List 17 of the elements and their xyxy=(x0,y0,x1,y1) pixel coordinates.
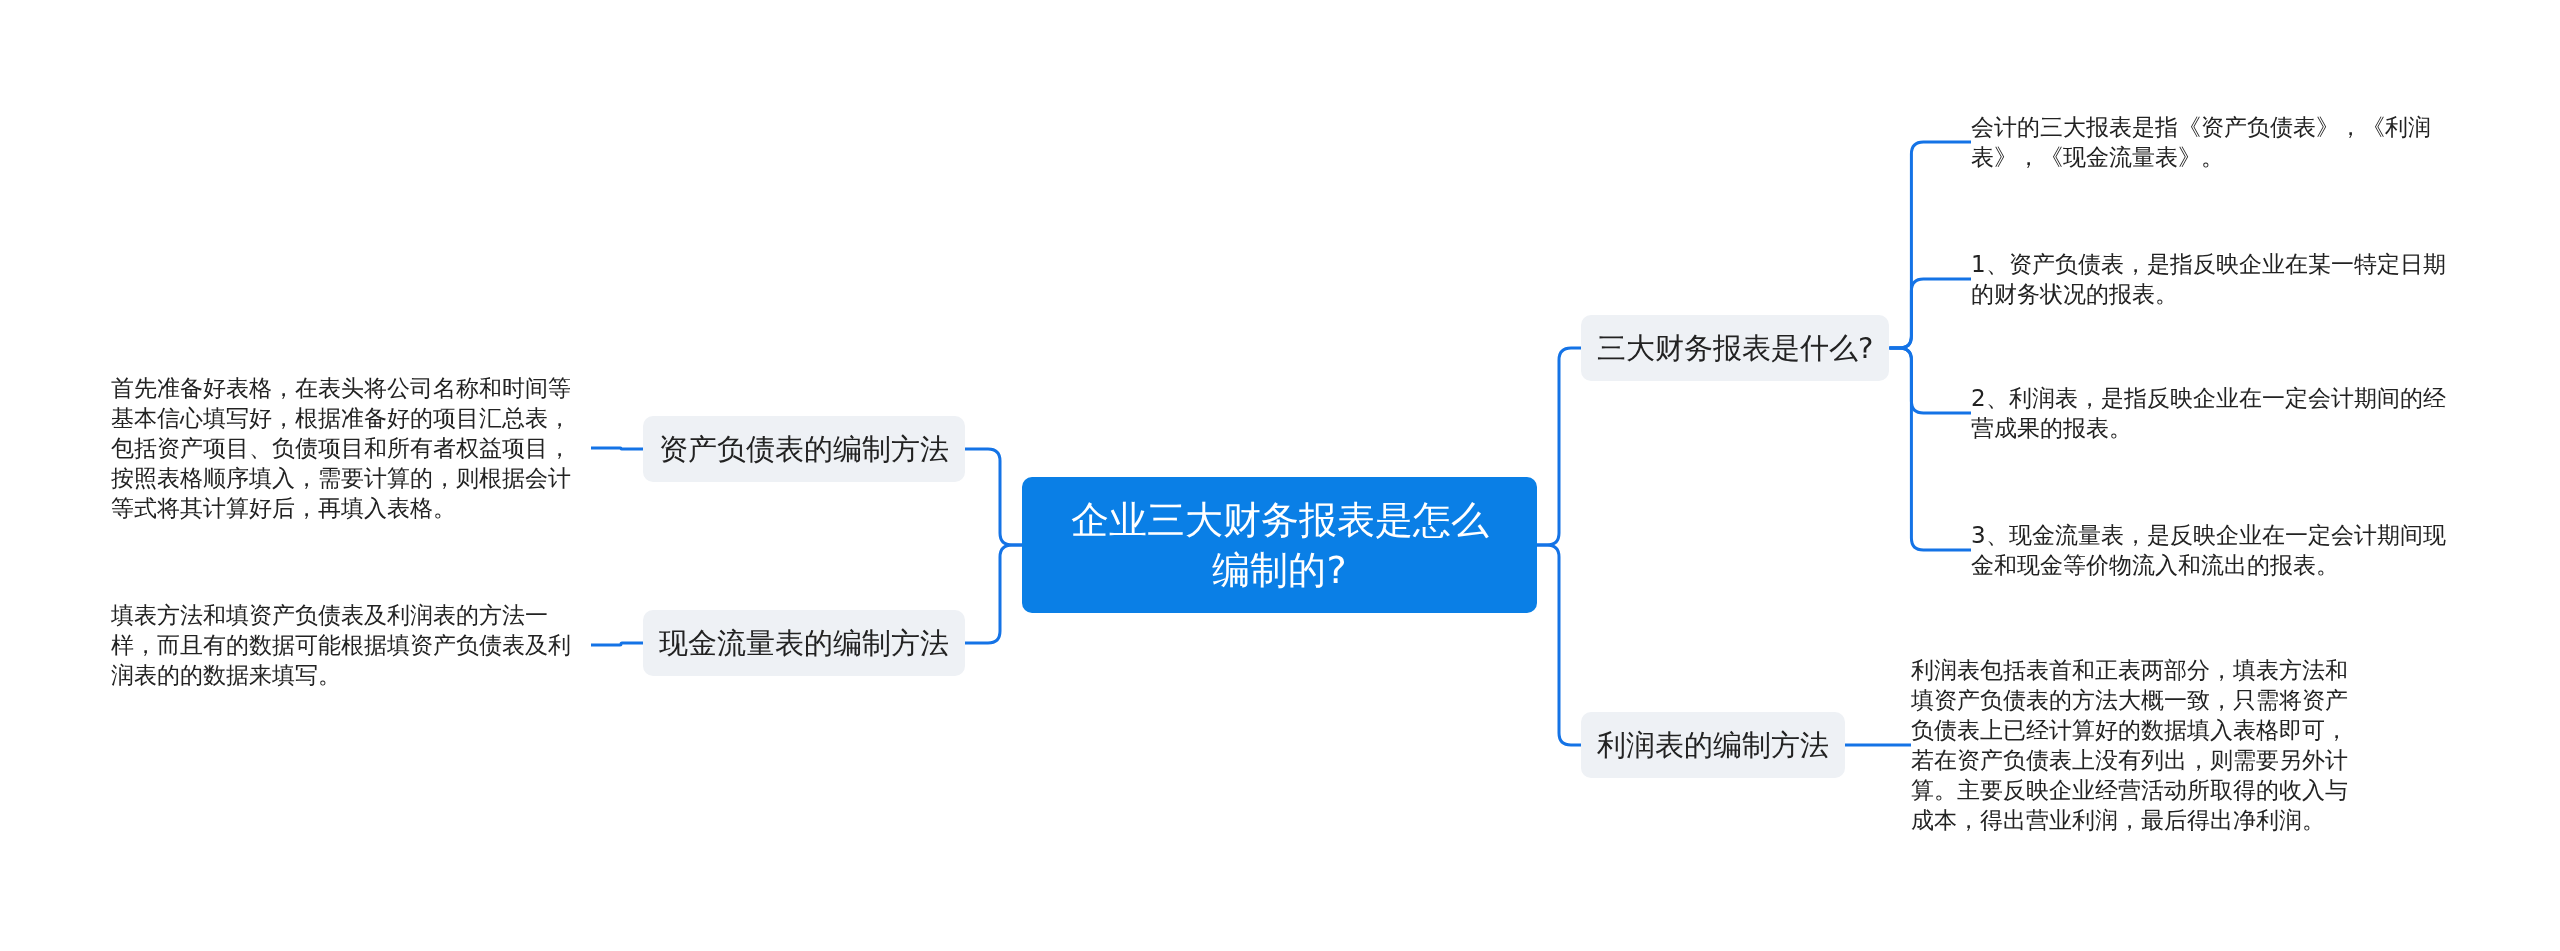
leaf-text: 首先准备好表格，在表头将公司名称和时间等基本信心填写好，根据准备好的项目汇总表，包括资产项目、负债项目和所有者权益项目，按照表格顺序填入，需要计算的，则根据会计等式将其计算好后，再填入表格。 xyxy=(111,373,591,523)
topic-box: 资产负债表的编制方法 xyxy=(643,416,965,482)
connector-line xyxy=(591,446,643,451)
connector-line xyxy=(1537,543,1581,747)
connector-line xyxy=(1889,346,1971,552)
topic-box: 现金流量表的编制方法 xyxy=(643,610,965,676)
topic-box: 利润表的编制方法 xyxy=(1581,712,1845,778)
leaf-text: 会计的三大报表是指《资产负债表》，《利润表》，《现金流量表》。 xyxy=(1971,112,2461,172)
connector-line xyxy=(1845,743,1911,747)
leaf-text: 1、资产负债表，是指反映企业在某一特定日期的财务状况的报表。 xyxy=(1971,249,2461,309)
connector-line xyxy=(591,641,643,647)
leaf-text: 3、现金流量表，是反映企业在一定会计期间现金和现金等价物流入和流出的报表。 xyxy=(1971,520,2461,580)
leaf-text: 2、利润表，是指反映企业在一定会计期间的经营成果的报表。 xyxy=(1971,383,2461,443)
central-topic-box: 企业三大财务报表是怎么编制的? xyxy=(1022,477,1537,613)
leaf-text: 利润表包括表首和正表两部分，填表方法和填资产负债表的方法大概一致，只需将资产负债表上已经计算好的数据填入表格即可，若在资产负债表上没有列出，则需要另外计算。主要反映企业经营活动所取得的收入与成本，得出营业利润，最后得出净利润。 xyxy=(1911,655,2361,835)
topic-box: 三大财务报表是什么? xyxy=(1581,315,1890,381)
leaf-text: 填表方法和填资产负债表及利润表的方法一样，而且有的数据可能根据填资产负债表及利润表的的数据来填写。 xyxy=(111,600,591,690)
